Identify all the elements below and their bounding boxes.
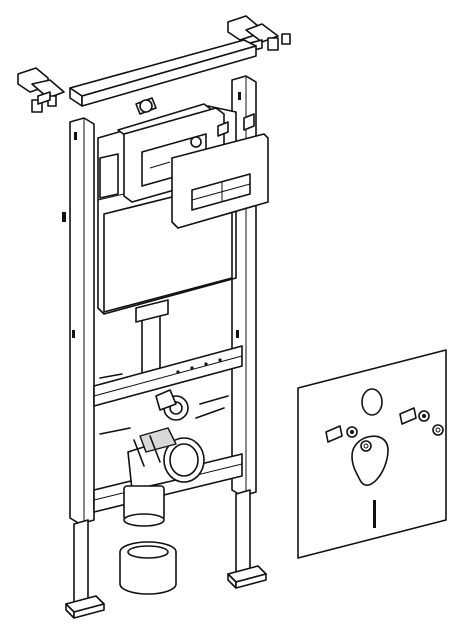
right-foot <box>227 489 267 589</box>
wc-mounting-bolts <box>99 373 229 435</box>
wall-bracket-top-right <box>227 15 291 53</box>
connector-sleeve <box>119 541 177 595</box>
sound-insulation-mat <box>297 349 447 559</box>
cistern-labels <box>217 113 255 137</box>
left-foot <box>65 519 105 619</box>
frame-left-upright <box>62 117 95 525</box>
wall-bracket-top-left <box>17 67 65 113</box>
flush-plate <box>171 133 269 229</box>
drain-elbow <box>123 427 205 527</box>
mat-fixings <box>325 407 444 452</box>
top-rail <box>69 39 257 107</box>
pipe-connector <box>135 97 157 115</box>
flush-downpipe <box>135 299 169 377</box>
middle-brace <box>93 345 243 407</box>
